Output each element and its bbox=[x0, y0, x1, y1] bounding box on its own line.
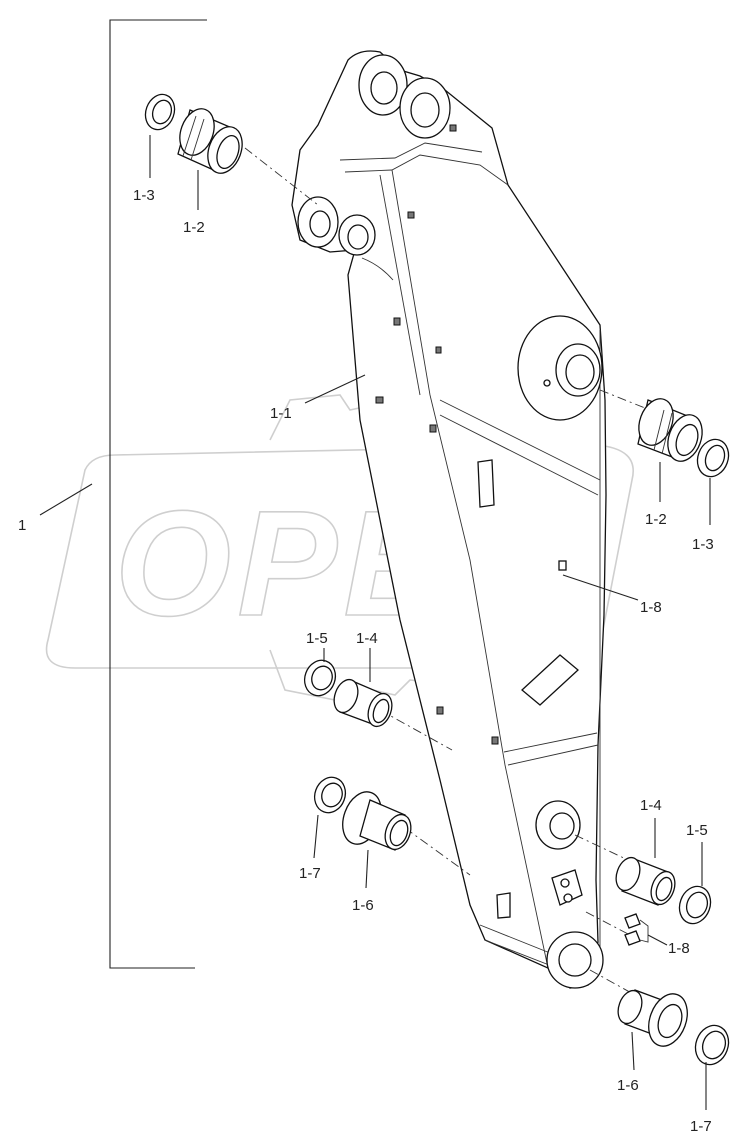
boom-body bbox=[291, 50, 607, 989]
bushing-flange-right bbox=[617, 989, 688, 1047]
label-flange-ring-left: 1-7 bbox=[299, 865, 321, 882]
bushing-upper bbox=[177, 108, 243, 174]
part-labels: 1 1-1 1-3 1-2 1-2 1-3 1-8 1-5 1-4 1-7 1-… bbox=[18, 187, 714, 1135]
label-grease-nipple-mid: 1-8 bbox=[640, 599, 662, 616]
centerlines bbox=[244, 147, 651, 996]
label-lower-ring-right: 1-5 bbox=[686, 822, 708, 839]
label-flange-ring-right: 1-7 bbox=[690, 1118, 712, 1135]
bushing-mid-right bbox=[637, 398, 703, 462]
bushing-flange-left bbox=[342, 791, 412, 851]
ring-mid-right bbox=[696, 438, 730, 478]
label-upper-ring-left: 1-3 bbox=[133, 187, 155, 204]
label-mid-ring-right: 1-3 bbox=[692, 536, 714, 553]
label-flange-bushing-left: 1-6 bbox=[352, 897, 374, 914]
label-lower-bushing-left: 1-4 bbox=[356, 630, 378, 647]
label-lower-bushing-right: 1-4 bbox=[640, 797, 662, 814]
label-mid-bushing-right: 1-2 bbox=[645, 511, 667, 528]
label-grease-nipple-bottom: 1-8 bbox=[668, 940, 690, 957]
ring-flange-right bbox=[694, 1024, 730, 1066]
label-upper-bushing-left: 1-2 bbox=[183, 219, 205, 236]
grease-nipples-bottom bbox=[624, 913, 649, 946]
label-boom-body: 1-1 bbox=[270, 405, 292, 422]
assembly-bracket bbox=[39, 19, 207, 969]
label-lower-ring-left: 1-5 bbox=[306, 630, 328, 647]
ring-upper bbox=[144, 93, 176, 131]
leader-lines bbox=[149, 135, 711, 1110]
label-flange-bushing-right: 1-6 bbox=[617, 1077, 639, 1094]
ring-lower-left bbox=[303, 659, 337, 697]
ring-flange-left bbox=[313, 776, 347, 814]
label-assembly: 1 bbox=[18, 517, 26, 534]
bushing-lower-right bbox=[615, 856, 676, 906]
bushing-lower-left bbox=[333, 678, 393, 728]
ring-lower-right bbox=[678, 885, 712, 925]
